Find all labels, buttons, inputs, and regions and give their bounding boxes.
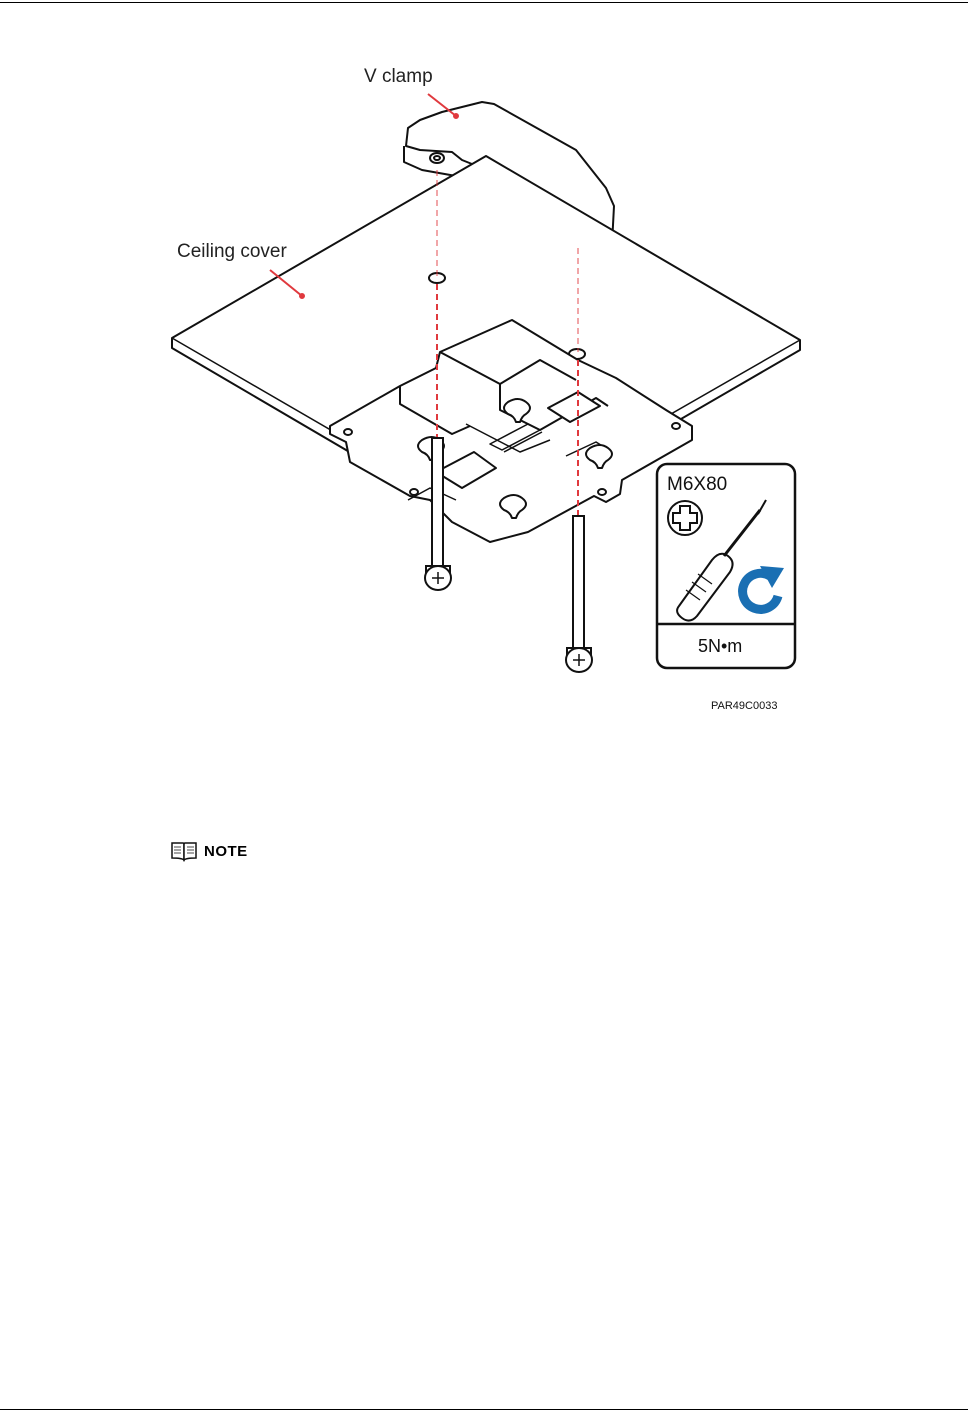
installation-figure <box>0 0 968 760</box>
note-label: NOTE <box>204 843 248 860</box>
footer-rule <box>0 1409 968 1410</box>
screw-right <box>566 516 592 672</box>
phillips-head-icon <box>668 501 702 535</box>
note-heading: NOTE <box>170 840 248 862</box>
torque-label: 5N•m <box>698 636 742 657</box>
v-clamp-label: V clamp <box>364 66 433 88</box>
screw-spec-label: M6X80 <box>667 474 727 496</box>
ceiling-cover-label: Ceiling cover <box>177 241 287 263</box>
book-icon <box>170 840 198 862</box>
figure-id: PAR49C0033 <box>711 700 777 712</box>
